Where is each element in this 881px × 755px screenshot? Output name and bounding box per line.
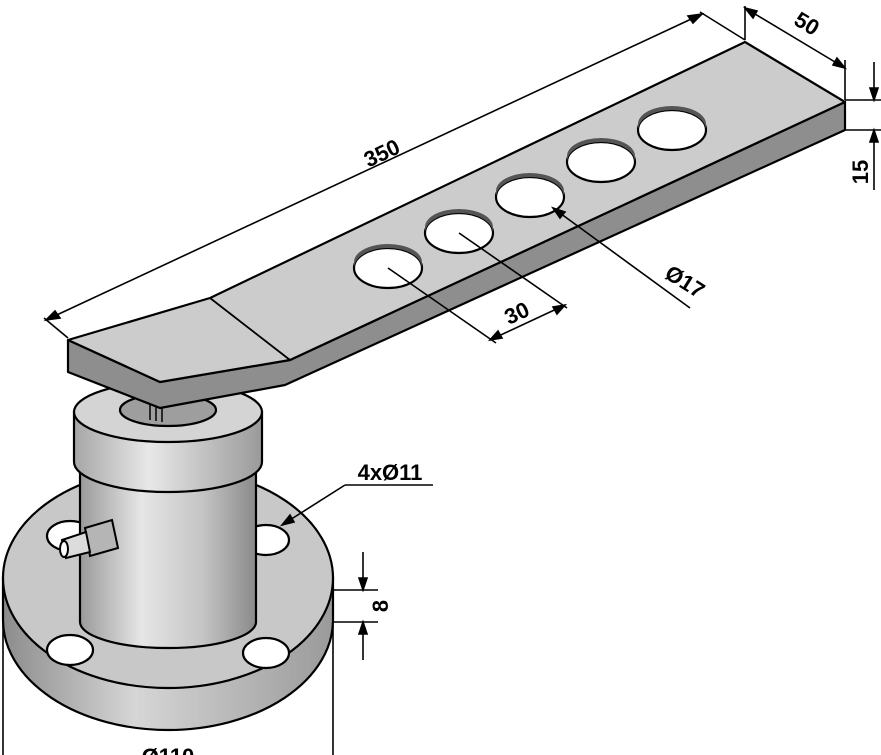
dim-thickness-label: 15 — [848, 160, 873, 184]
grease-nipple-icon — [59, 518, 120, 560]
dim-width-label: 50 — [790, 7, 824, 41]
dim-line-spacing — [489, 304, 566, 341]
blade-bevel-line — [209, 297, 291, 361]
bearing-housing — [72, 380, 264, 650]
dim-flange-holes-label: 4xØ11 — [358, 460, 423, 485]
dim-flange-diameter-label: Ø110 — [142, 744, 195, 755]
housing-body — [78, 468, 258, 650]
flange-hole — [45, 633, 95, 667]
dim-length-label: 350 — [360, 134, 404, 172]
dim-leader-hole — [552, 207, 691, 309]
dim-flange-thickness-label: 8 — [368, 600, 393, 612]
blade-hole — [494, 175, 566, 219]
dim-line-width — [744, 7, 846, 69]
flange-hole — [241, 636, 291, 670]
blade-hole — [636, 108, 708, 152]
blade-hole — [565, 140, 637, 184]
dim-hole-diameter-label: Ø17 — [661, 260, 710, 303]
dim-hole-spacing-label: 30 — [500, 297, 533, 330]
blade — [66, 40, 847, 410]
dimension-lines — [2, 6, 881, 755]
dim-line-length — [45, 13, 703, 321]
